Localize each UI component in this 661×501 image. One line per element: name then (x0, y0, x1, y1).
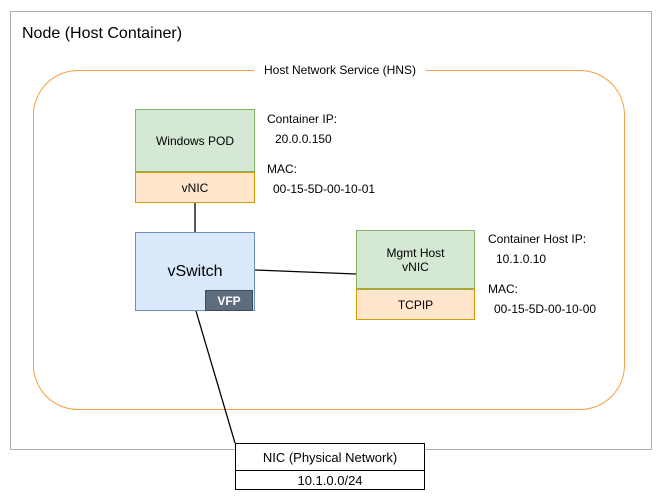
node-title: Node (Host Container) (22, 25, 183, 42)
nic-label: NIC (Physical Network) (236, 444, 424, 471)
hns-label: Host Network Service (HNS) (253, 62, 427, 78)
container-ip-value: 20.0.0.150 (275, 132, 332, 146)
pod-mac-label: MAC: (267, 162, 297, 176)
mgmt-host-vnic-label: Mgmt Host vNIC (386, 245, 445, 274)
node-host-container-box (10, 11, 652, 450)
vswitch-label: vSwitch (167, 262, 223, 280)
mgmt-mac-label: MAC: (488, 282, 518, 296)
vfp-label: VFP (217, 293, 241, 308)
container-host-ip-label: Container Host IP: (488, 232, 587, 246)
vfp-badge: VFP (205, 290, 253, 311)
container-host-ip-value: 10.1.0.10 (496, 252, 547, 266)
windows-pod-box: Windows POD (135, 109, 255, 172)
pod-vnic-label: vNIC (181, 180, 209, 195)
pod-info: Container IP: 20.0.0.150 MAC: 00-15-5D-0… (267, 112, 375, 196)
container-ip-label: Container IP: (267, 112, 338, 126)
windows-pod-label: Windows POD (155, 133, 235, 148)
pod-mac-value: 00-15-5D-00-10-01 (273, 182, 376, 196)
pod-vnic-box: vNIC (135, 172, 255, 203)
tcpip-box: TCPIP (356, 289, 475, 320)
mgmt-host-vnic-box: Mgmt Host vNIC (356, 230, 475, 289)
mgmt-info: Container Host IP: 10.1.0.10 MAC: 00-15-… (488, 232, 596, 316)
mgmt-mac-value: 00-15-5D-00-10-00 (494, 302, 597, 316)
nic-subnet: 10.1.0.0/24 (297, 472, 363, 488)
nic-box: NIC (Physical Network) 10.1.0.0/24 (235, 443, 425, 490)
tcpip-label: TCPIP (397, 297, 434, 312)
